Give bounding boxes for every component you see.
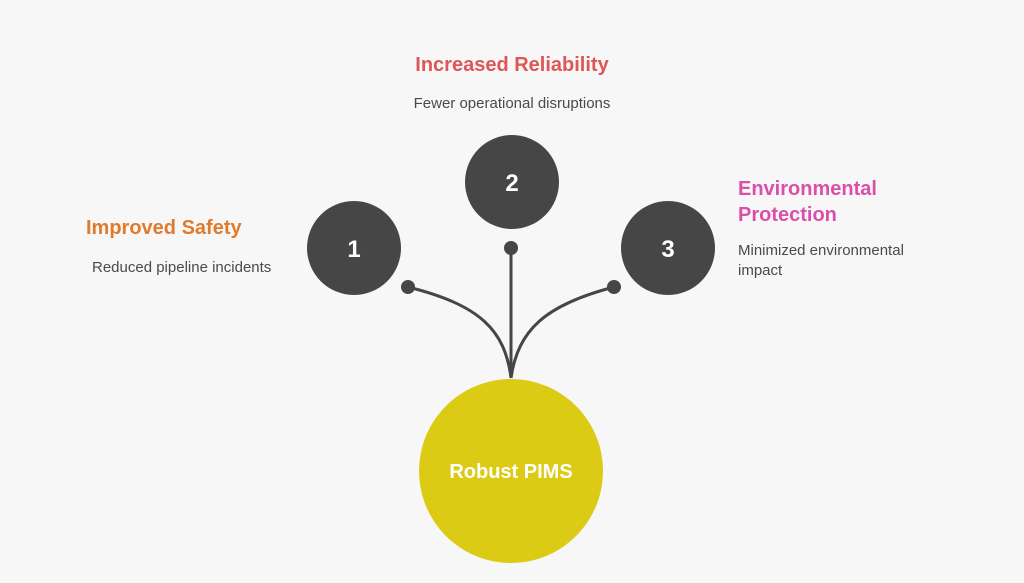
connector-dot-3 — [607, 280, 621, 294]
node-number-2: 2 — [505, 170, 518, 197]
connector-dot-1 — [401, 280, 415, 294]
node-number-1: 1 — [347, 236, 360, 263]
node-number-3: 3 — [661, 236, 674, 263]
node-circle-1 — [307, 201, 401, 295]
item-title-3: Environmental Protection — [738, 178, 877, 226]
connector-3 — [509, 285, 615, 379]
item-description-3: Minimized environmental impact — [738, 242, 904, 279]
connector-dot-2 — [504, 241, 518, 255]
item-description-1: Reduced pipeline incidents — [92, 259, 272, 276]
center-label: Robust PIMS — [449, 461, 572, 483]
center-hub — [419, 379, 603, 563]
connector-1 — [407, 285, 513, 379]
item-title-2: Increased Reliability — [415, 54, 609, 76]
node-circle-3 — [621, 201, 715, 295]
item-title-1: Improved Safety — [86, 217, 242, 239]
item-description-2: Fewer operational disruptions — [413, 95, 611, 112]
node-circle-2 — [465, 135, 559, 229]
